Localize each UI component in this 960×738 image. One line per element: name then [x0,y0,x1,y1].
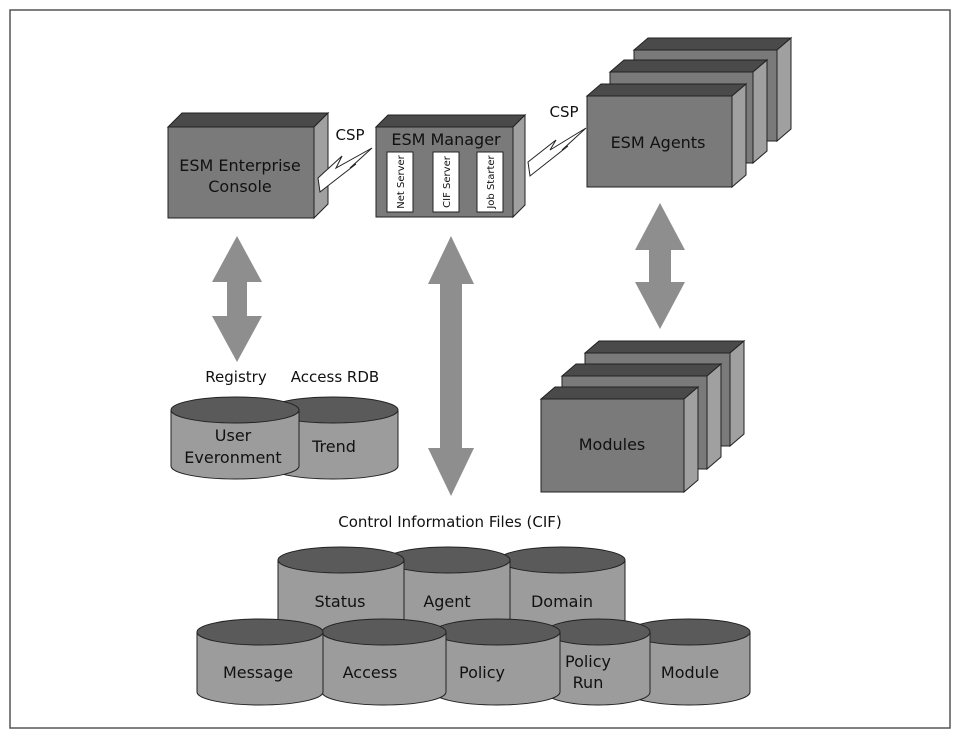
status-cylinder: Status [277,546,405,636]
message-label: Message [223,663,293,682]
console-registry-arrow [212,236,262,362]
console-label-line1: ESM Enterprise [179,156,300,175]
policy-label: Policy [459,663,505,682]
cif-server-label: CIF Server [442,155,453,208]
message-cylinder: Message [196,618,324,706]
manager-cif-arrow [428,236,474,496]
access-rdb-label: Access RDB [291,368,379,386]
policy-run-label-line1: Policy [565,652,611,671]
agents-modules-arrow [635,203,685,329]
trend-label: Trend [311,437,356,456]
policy-run-cylinder: Policy Run [545,618,651,706]
csp-label-right: CSP [549,103,578,121]
net-server-slot [386,151,414,213]
module-cylinder: Module [627,618,751,706]
job-starter-slot [476,151,504,213]
module-label: Module [661,663,719,682]
agent-cylinder: Agent [385,546,511,636]
agents-label: ESM Agents [611,133,706,152]
net-server-label: Net Server [396,154,407,208]
agent-label: Agent [423,592,470,611]
domain-label: Domain [531,592,593,611]
manager-title: ESM Manager [391,130,501,149]
policy-cylinder: Policy [433,618,561,706]
job-starter-label: Job Starter [486,154,497,209]
access-label: Access [343,663,398,682]
domain-cylinder: Domain [498,546,626,636]
status-label: Status [315,592,366,611]
csp-link-left: CSP [317,126,373,193]
user-env-label-line2: Everonment [184,448,281,467]
esm-manager-box: ESM Manager Net Server CIF Server Job St… [374,113,527,219]
esm-enterprise-console-box: ESM Enterprise Console [166,111,330,220]
user-env-label-line1: User [215,426,252,445]
cif-server-slot [432,151,460,213]
modules-stack: Modules [539,339,746,494]
registry-label: Registry [205,368,267,386]
modules-label: Modules [579,435,646,454]
csp-link-right: CSP [527,103,587,177]
policy-run-label-line2: Run [573,673,604,692]
console-label-line2: Console [208,177,272,196]
esm-agents-stack: ESM Agents [585,36,793,189]
cif-title: Control Information Files (CIF) [338,513,562,531]
user-environment-cylinder: User Everonment [170,396,300,480]
access-cylinder: Access [321,618,447,706]
trend-cylinder: Trend [267,396,399,480]
csp-label-left: CSP [335,126,364,144]
